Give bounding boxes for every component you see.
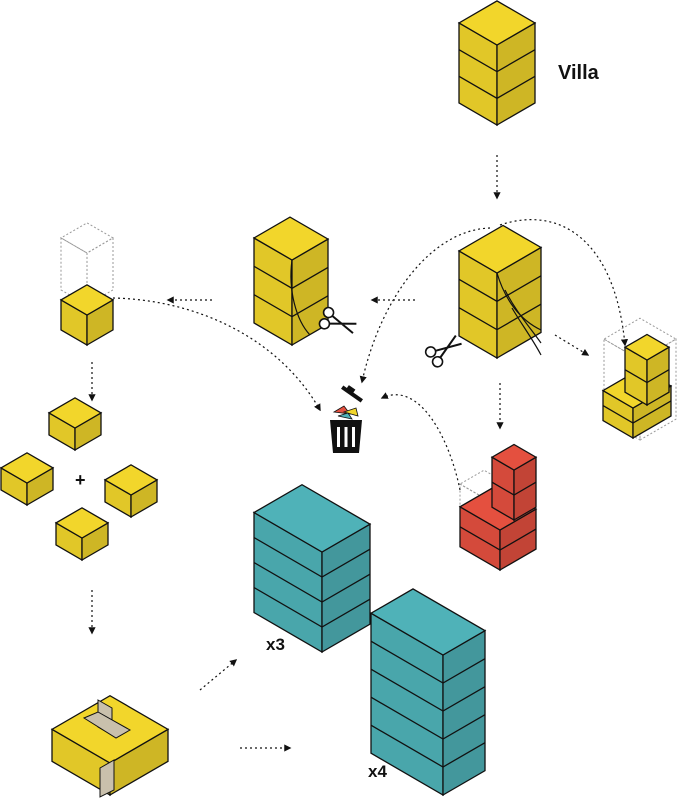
module-left (0, 452, 55, 507)
trash-can-icon (330, 385, 363, 453)
arrow-arc-to-trash (359, 227, 491, 384)
right-block-top (623, 333, 671, 407)
villa-cut-block (457, 224, 543, 360)
scissors-icon-left (318, 306, 357, 334)
module-bottom (54, 507, 110, 562)
combined-block (50, 694, 170, 798)
arrow-ghost-to-trash (112, 297, 321, 412)
arrow-cut-to-right (554, 334, 590, 356)
remaining-piece (59, 284, 115, 347)
multiplier-x4: x4 (368, 762, 387, 781)
teal-stack-x4 (369, 588, 487, 797)
villa-title: Villa (558, 62, 599, 84)
arrow-to-x3 (199, 659, 238, 691)
arrow-red-to-trash (380, 392, 461, 491)
teal-stack-x3 (252, 483, 372, 654)
villa-block (457, 0, 537, 127)
plus-sign: + (75, 470, 86, 490)
scissors-icon-right (424, 334, 462, 368)
module-right (103, 464, 159, 519)
multiplier-x3: x3 (266, 635, 285, 654)
module-top (47, 397, 103, 452)
arrow-arc-to-right (499, 219, 629, 347)
left-cut-block (252, 216, 330, 347)
red-block-top (490, 443, 538, 522)
